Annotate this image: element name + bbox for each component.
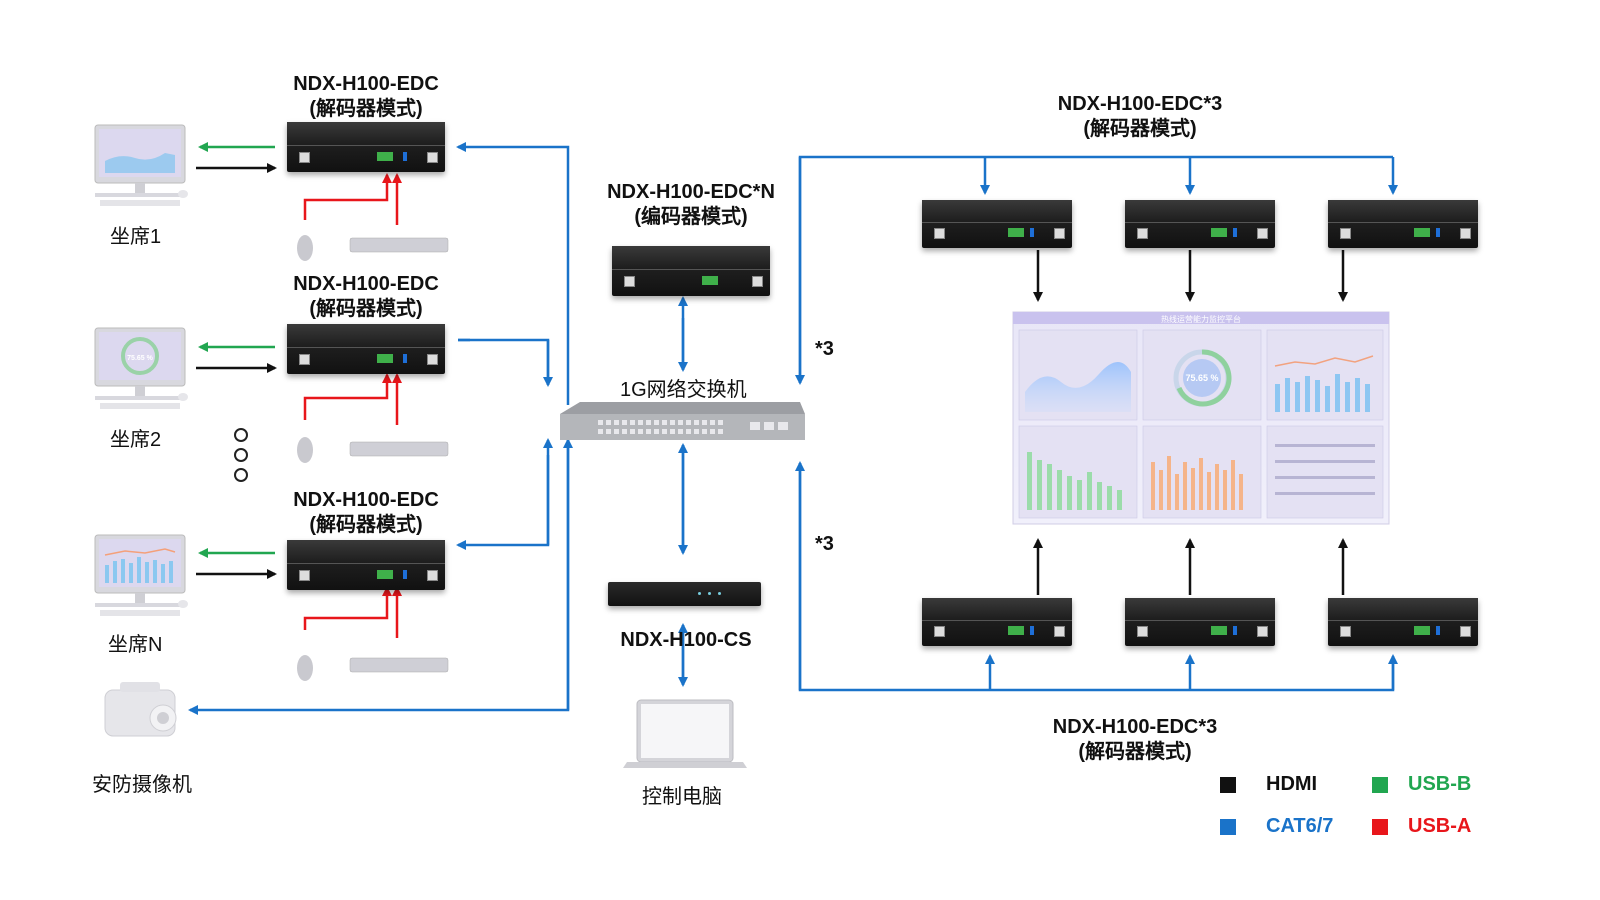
usb-b-lines <box>198 142 275 558</box>
control-server-label: NDX-H100-CS <box>586 628 786 653</box>
wall-decoder-bottom-3 <box>1328 598 1478 646</box>
legend-usb-b: USB-B <box>1372 773 1471 796</box>
wall-decoder-bottom-1 <box>922 598 1072 646</box>
legend-swatch-cat <box>1220 818 1236 835</box>
decoder-top-label: NDX-H100-EDC*3 (解码器模式) <box>1035 92 1245 142</box>
decoder-device-seatN <box>287 540 445 590</box>
ellipsis-more-seats <box>234 428 248 488</box>
video-wall-gauge-value: 75.65 % <box>1185 373 1218 383</box>
seat-label-1: 坐席1 <box>110 226 162 248</box>
keyboard-icon <box>349 237 449 673</box>
video-wall-title: 热线运营能力监控平台 <box>1161 314 1241 324</box>
decoder-bottom-label: NDX-H100-EDC*3 (解码器模式) <box>1030 715 1240 765</box>
decoder-mode: (解码器模式) <box>309 514 423 536</box>
decoder-model: NDX-H100-EDC <box>293 489 439 511</box>
decoder-device-seat2 <box>287 324 445 374</box>
cat-line-decoder2-top <box>458 338 550 385</box>
multiplier-top: *3 <box>815 338 834 360</box>
wall-decoder-bottom-2 <box>1125 598 1275 646</box>
decoder-mode: (解码器模式) <box>309 98 423 120</box>
legend-swatch-usb-b <box>1372 776 1388 793</box>
monitor-seat2 <box>94 327 188 409</box>
network-switch-icon <box>560 402 805 440</box>
cat-line-decoderN <box>456 455 550 550</box>
legend-label-cat: CAT6/7 <box>1266 815 1334 837</box>
seat-label-2: 坐席2 <box>110 429 162 451</box>
mouse-icon <box>297 235 313 681</box>
legend-swatch-usb-a <box>1372 818 1388 835</box>
hdmi-lines <box>196 163 1348 595</box>
legend-label-hdmi: HDMI <box>1266 773 1318 795</box>
wall-decoder-top-1 <box>922 200 1072 248</box>
control-pc-label: 控制电脑 <box>642 786 722 808</box>
cat-lines <box>188 142 1398 715</box>
legend-usb-a: USB-A <box>1372 815 1471 838</box>
encoder-model: NDX-H100-EDC*N <box>607 181 775 203</box>
decoder-model: NDX-H100-EDC <box>293 273 439 295</box>
wall-decoder-top-3 <box>1328 200 1478 248</box>
seat2-gauge-value: 75.65 % <box>127 355 153 362</box>
decoder-top-model: NDX-H100-EDC*3 <box>1057 93 1223 115</box>
decoder-label-seat2: NDX-H100-EDC (解码器模式) <box>266 272 466 322</box>
laptop-icon <box>623 699 747 768</box>
decoder-label-seat1: NDX-H100-EDC (解码器模式) <box>266 72 466 122</box>
switch-label: 1G网络交换机 <box>620 379 747 401</box>
wall-decoder-top-2 <box>1125 200 1275 248</box>
decoder-bottom-mode: (解码器模式) <box>1078 741 1192 763</box>
camera-icon <box>104 682 177 737</box>
decoder-model: NDX-H100-EDC <box>293 73 439 95</box>
decoder-mode: (解码器模式) <box>309 298 423 320</box>
cat-line-decoder1 <box>456 142 570 405</box>
decoder-bottom-model: NDX-H100-EDC*3 <box>1052 716 1218 738</box>
multiplier-bottom: *3 <box>815 533 834 555</box>
encoder-mode: (编码器模式) <box>634 206 748 228</box>
legend-swatch-hdmi <box>1220 776 1236 793</box>
control-server-device <box>608 582 761 606</box>
decoder-label-seatN: NDX-H100-EDC (解码器模式) <box>266 488 466 538</box>
decoder-device-seat1 <box>287 122 445 172</box>
legend-cat: CAT6/7 <box>1220 815 1333 838</box>
camera-label: 安防摄像机 <box>92 774 192 796</box>
usb-a-lines <box>303 173 402 638</box>
legend-label-usb-a: USB-A <box>1408 815 1472 837</box>
monitor-seatN <box>94 534 188 616</box>
encoder-label: NDX-H100-EDC*N (编码器模式) <box>586 180 796 230</box>
seat-label-n: 坐席N <box>108 634 163 656</box>
legend-hdmi: HDMI <box>1220 773 1317 796</box>
monitor-seat1 <box>94 124 188 206</box>
video-wall <box>1012 311 1390 525</box>
encoder-device <box>612 246 770 296</box>
legend-label-usb-b: USB-B <box>1408 773 1472 795</box>
decoder-top-mode: (解码器模式) <box>1083 118 1197 140</box>
control-server-model: NDX-H100-CS <box>620 629 752 651</box>
